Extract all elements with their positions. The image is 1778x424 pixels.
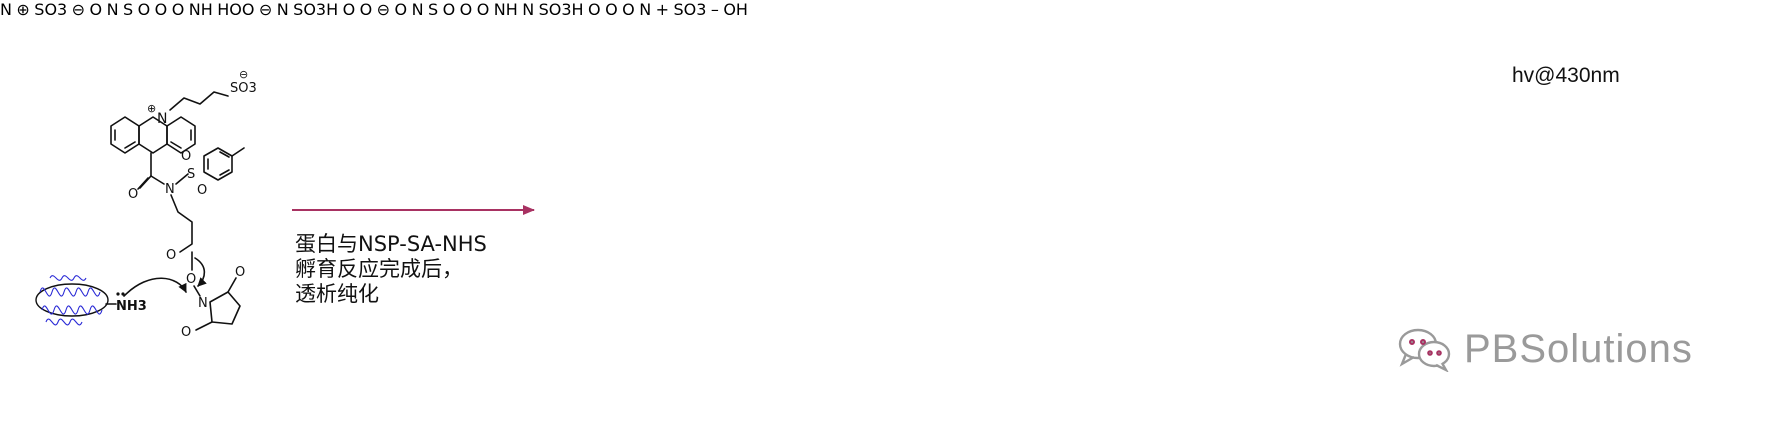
structure-peroxide-adduct: N SO3H O O ⊖ O N S O O O NH xyxy=(276,0,522,19)
atom-n: N xyxy=(522,0,535,19)
atom-so3: SO3 xyxy=(34,0,68,19)
charge-plus: ⊕ xyxy=(147,102,156,115)
caption-line-1: 蛋白与NSP-SA-NHS xyxy=(295,232,487,256)
atom-o-3: O xyxy=(394,0,408,19)
atom-so3h: SO3H xyxy=(538,0,584,19)
atom-hoo: HOO xyxy=(217,0,255,19)
atom-o-1: O xyxy=(588,0,601,19)
light-wavelength-label: hv@430nm xyxy=(1512,64,1620,87)
reaction-arrow-2: N SO3H O O ⊖ O N S O O O NH N SO3H xyxy=(276,0,1692,372)
atom-oh: OH xyxy=(723,0,748,19)
charge-plus: ⊕ xyxy=(16,0,30,19)
atom-nh3: NH3 xyxy=(116,299,147,314)
atom-o-4: O xyxy=(171,0,185,19)
charge-plus: + xyxy=(655,0,670,19)
charge-minus: ⊖ xyxy=(376,0,391,19)
reaction-arrow-3: N SO3H O O O N + SO3 – OH 蛋白与NSP-SA-NHS … xyxy=(295,0,1692,372)
lightning-icon: N + SO3 – OH 蛋白与NSP-SA-NHS 孵育反应完成后， 透析纯化… xyxy=(295,0,1692,372)
atom-o-1: O xyxy=(342,0,356,19)
atom-o-6: O xyxy=(235,265,245,280)
atom-o-3: O xyxy=(197,183,207,198)
atom-s: S xyxy=(187,167,195,182)
atom-o-5: O xyxy=(186,272,196,287)
atom-so3: SO3 xyxy=(673,0,707,19)
caption-line-2: 孵育反应完成后， xyxy=(295,257,463,281)
atom-o-2: O xyxy=(181,149,191,164)
chat-bubbles-icon xyxy=(1398,328,1451,372)
protein-ribbon: HOO ⊖ xyxy=(217,0,277,19)
reaction-arrow-4: N + SO3 – OH 蛋白与NSP-SA-NHS 孵育反应完成后， 透析纯化… xyxy=(295,0,1692,372)
atom-nh: NH xyxy=(188,0,213,19)
atom-nh: NH xyxy=(493,0,518,19)
charge-minus-2: ⊖ xyxy=(258,0,273,19)
atom-o-4: O xyxy=(166,248,176,263)
atom-o-7: O xyxy=(181,325,191,340)
atom-o-3: O xyxy=(622,0,635,19)
atom-o-4: O xyxy=(442,0,456,19)
atom-o-6: O xyxy=(476,0,490,19)
charge-minus: – xyxy=(710,0,719,19)
structure-dioxetanone: N SO3H O O O xyxy=(522,0,639,19)
atom-s: S xyxy=(123,0,134,19)
structure-labelled-protein: N ⊕ SO3 ⊖ O N S O O O NH HOO ⊖ xyxy=(0,0,277,19)
watermark: PBSolutions xyxy=(1396,326,1693,372)
atom-o-3: O xyxy=(154,0,168,19)
atom-so3h: SO3H xyxy=(293,0,339,19)
atom-o-1: O xyxy=(89,0,103,19)
structure-product-acridone: N + SO3 – OH xyxy=(639,0,748,19)
atom-n: N xyxy=(0,0,12,19)
atom-o-5: O xyxy=(459,0,473,19)
charge-minus: ⊖ xyxy=(239,68,248,81)
atom-o-2: O xyxy=(137,0,151,19)
atom-n-2: N xyxy=(106,0,119,19)
atom-o-1: O xyxy=(128,187,138,202)
caption-line-3: 透析纯化 xyxy=(295,282,379,306)
atom-n-2: N xyxy=(165,182,175,197)
atom-n: N xyxy=(639,0,652,19)
protein-ribbon xyxy=(35,274,109,326)
atom-o-2: O xyxy=(605,0,618,19)
atom-o-2: O xyxy=(359,0,373,19)
atom-so3: SO3 xyxy=(230,81,257,96)
atom-n-3: N xyxy=(198,296,208,311)
atom-n-2: N xyxy=(411,0,424,19)
reaction-condition-caption: 蛋白与NSP-SA-NHS 孵育反应完成后， 透析纯化 xyxy=(295,232,487,307)
charge-minus: ⊖ xyxy=(71,0,86,19)
atom-s: S xyxy=(428,0,439,19)
watermark-text: PBSolutions xyxy=(1464,326,1693,371)
atom-n: N xyxy=(276,0,289,19)
atom-n: N xyxy=(157,111,167,127)
structure-reactants: N ⊕ SO3 ⊖ O N S O O O O N O O NH3 xyxy=(35,68,257,340)
